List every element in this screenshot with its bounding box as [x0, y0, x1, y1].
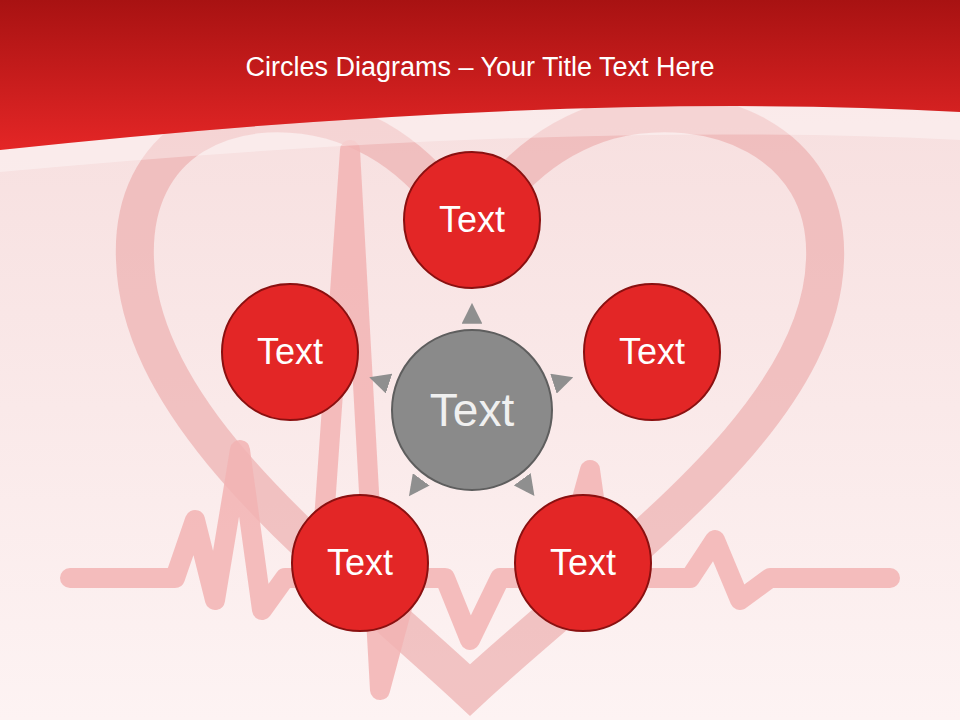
satellite-circle: Text — [582, 282, 722, 422]
circle-shape — [515, 495, 651, 631]
satellite-circle: Text — [402, 150, 542, 290]
arrow-connector — [524, 482, 529, 489]
header-band — [0, 0, 960, 150]
slide-title: Circles Diagrams – Your Title Text Here — [0, 52, 960, 83]
circle-shape — [222, 284, 358, 420]
circle-label: Text — [430, 383, 514, 437]
circle-label: Text — [619, 331, 685, 373]
circle-shape — [292, 495, 428, 631]
arrow-connector — [557, 380, 566, 383]
circle-label: Text — [439, 199, 505, 241]
arrow-connector — [468, 311, 476, 321]
circle-shape — [392, 330, 552, 490]
circle-label: Text — [257, 331, 323, 373]
arrow-connector — [377, 380, 387, 383]
circle-shape — [584, 284, 720, 420]
ecg-watermark — [70, 150, 890, 690]
circle-shape — [404, 152, 540, 288]
hub-circle: Text — [390, 328, 554, 492]
satellite-circle: Text — [220, 282, 360, 422]
circle-label: Text — [550, 542, 616, 584]
satellite-circle: Text — [290, 493, 430, 633]
circle-label: Text — [327, 542, 393, 584]
satellite-circle: Text — [513, 493, 653, 633]
arrow-connector — [414, 482, 419, 490]
